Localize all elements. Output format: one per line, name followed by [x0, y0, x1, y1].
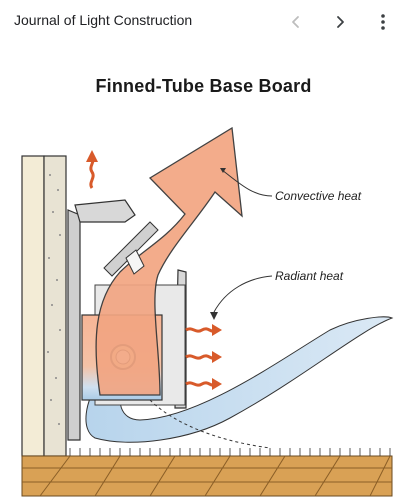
radiant-heat-arrows — [185, 324, 222, 390]
convective-heat-arrow — [95, 126, 243, 396]
site-title: Journal of Light Construction — [14, 12, 193, 28]
app-header: Journal of Light Construction — [0, 0, 407, 42]
radiant-leader-line — [213, 275, 273, 313]
chevron-right-icon — [337, 16, 344, 28]
more-vert-icon — [381, 14, 385, 30]
convective-leader-line — [221, 169, 273, 197]
convective-heat-label: Convective heat — [275, 189, 362, 203]
radiant-heat-label: Radiant heat — [275, 269, 344, 283]
next-button[interactable] — [326, 8, 354, 36]
chevron-left-icon — [292, 16, 299, 28]
more-options-button[interactable] — [369, 8, 397, 36]
damper — [103, 221, 159, 277]
wall — [21, 155, 67, 457]
floor — [21, 448, 393, 497]
previous-button[interactable] — [282, 8, 310, 36]
figure-title: Finned-Tube Base Board — [95, 76, 312, 96]
